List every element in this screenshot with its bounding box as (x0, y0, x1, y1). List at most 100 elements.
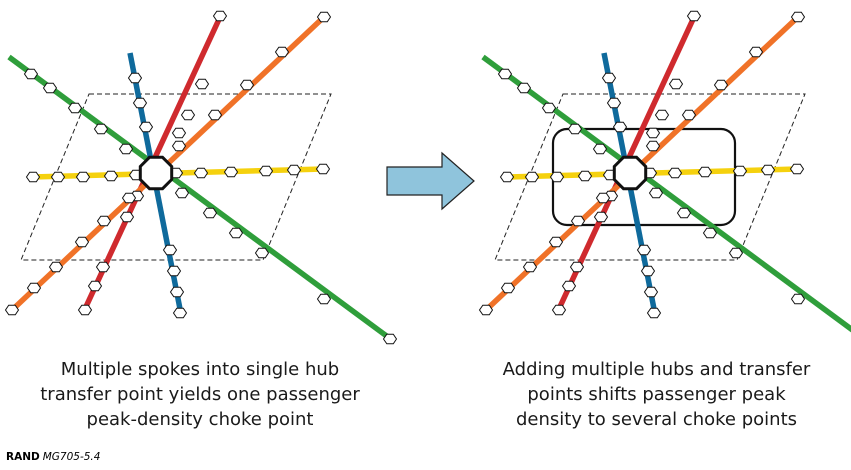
hexagon-station-icon (645, 127, 661, 139)
caption-single-hub: Multiple spokes into single hub transfer… (40, 359, 360, 430)
hexagon-station-icon (612, 121, 628, 133)
hexagon-station-icon (77, 304, 93, 316)
hexagon-station-icon (524, 171, 540, 183)
hexagon-station-icon (592, 143, 608, 155)
hexagon-station-icon (577, 170, 593, 182)
credit-org: RAND (6, 451, 40, 463)
hexagon-station-icon (274, 46, 290, 58)
hexagon-station-icon (732, 165, 748, 177)
hexagon-station-icon (728, 247, 744, 259)
hexagon-station-icon (748, 46, 764, 58)
hexagon-station-icon (87, 280, 103, 292)
hexagon-station-icon (23, 68, 39, 80)
hexagon-station-icon (121, 192, 137, 204)
hexagon-station-icon (570, 215, 586, 227)
hexagon-station-icon (286, 164, 302, 176)
hexagon-station-icon (382, 333, 398, 345)
hexagon-station-icon (516, 82, 532, 94)
hexagon-station-icon (646, 307, 662, 319)
hexagon-station-icon (643, 286, 659, 298)
hexagon-station-icon (95, 261, 111, 273)
hexagon-station-icon (254, 247, 270, 259)
hexagon-station-icon (697, 166, 713, 178)
hexagon-station-icon (595, 192, 611, 204)
hexagon-station-icon (96, 215, 112, 227)
hexagon-station-icon (171, 140, 187, 152)
hexagon-station-icon (119, 211, 135, 223)
hexagon-station-icon (67, 102, 83, 114)
hexagon-station-icon (127, 72, 143, 84)
hexagon-station-icon (549, 171, 565, 183)
hexagon-station-icon (760, 164, 776, 176)
hexagon-station-icon (169, 286, 185, 298)
hexagon-station-icon (500, 282, 516, 294)
hexagon-station-icon (676, 207, 692, 219)
hexagon-station-icon (138, 121, 154, 133)
hexagon-station-icon (569, 261, 585, 273)
hexagon-station-icon (172, 307, 188, 319)
right-service-area (494, 93, 806, 261)
hexagon-station-icon (193, 167, 209, 179)
hexagon-station-icon (180, 109, 196, 121)
hexagon-station-icon (316, 293, 332, 305)
hexagon-station-icon (50, 171, 66, 183)
hexagon-station-icon (202, 207, 218, 219)
multiple-hubs-panel (478, 10, 851, 333)
hexagon-station-icon (132, 97, 148, 109)
hexagon-station-icon (4, 304, 20, 316)
hexagon-station-icon (316, 11, 332, 23)
single-hub-panel (4, 10, 398, 345)
left-service-area (20, 93, 332, 261)
hexagon-station-icon (548, 236, 564, 248)
hexagon-station-icon (668, 78, 684, 90)
hexagon-station-icon (171, 127, 187, 139)
hexagon-station-icon (648, 187, 664, 199)
hexagon-station-icon (75, 171, 91, 183)
hexagon-station-icon (606, 97, 622, 109)
hexagon-station-icon (686, 10, 702, 22)
hexagon-station-icon (645, 140, 661, 152)
hexagon-station-icon (74, 236, 90, 248)
hexagon-station-icon (228, 227, 244, 239)
hexagon-station-icon (118, 143, 134, 155)
hexagon-station-icon (207, 109, 223, 121)
right-arrow-icon (386, 151, 475, 211)
hexagon-station-icon (497, 68, 513, 80)
hexagon-station-icon (103, 170, 119, 182)
credit-figure-id: MG705-5.4 (42, 451, 101, 463)
hexagon-station-icon (42, 82, 58, 94)
hexagon-station-icon (478, 304, 494, 316)
hexagon-station-icon (667, 167, 683, 179)
hexagon-station-icon (681, 109, 697, 121)
hexagon-station-icon (713, 79, 729, 91)
hexagon-station-icon (499, 171, 515, 183)
hexagon-station-icon (258, 165, 274, 177)
hexagon-station-icon (593, 211, 609, 223)
octagon-hub-icon (138, 155, 174, 191)
hexagon-station-icon (25, 171, 41, 183)
hexagon-station-icon (315, 163, 331, 175)
hexagon-station-icon (654, 109, 670, 121)
hexagon-station-icon (162, 244, 178, 256)
hexagon-station-icon (551, 304, 567, 316)
hexagon-station-icon (223, 166, 239, 178)
hexagon-station-icon (522, 261, 538, 273)
left-green-line (7, 54, 394, 343)
octagon-hub-icon (612, 155, 648, 191)
hexagon-station-icon (194, 78, 210, 90)
hexagon-station-icon (93, 123, 109, 135)
hexagon-station-icon (48, 261, 64, 273)
hexagon-station-icon (789, 163, 805, 175)
hexagon-station-icon (541, 102, 557, 114)
hexagon-station-icon (601, 72, 617, 84)
hexagon-station-icon (636, 244, 652, 256)
hexagon-station-icon (561, 280, 577, 292)
hexagon-station-icon (26, 282, 42, 294)
hexagon-station-icon (640, 265, 656, 277)
hexagon-station-icon (239, 79, 255, 91)
hexagon-station-icon (702, 227, 718, 239)
hexagon-station-icon (567, 123, 583, 135)
hexagon-station-icon (166, 265, 182, 277)
hexagon-station-icon (174, 187, 190, 199)
